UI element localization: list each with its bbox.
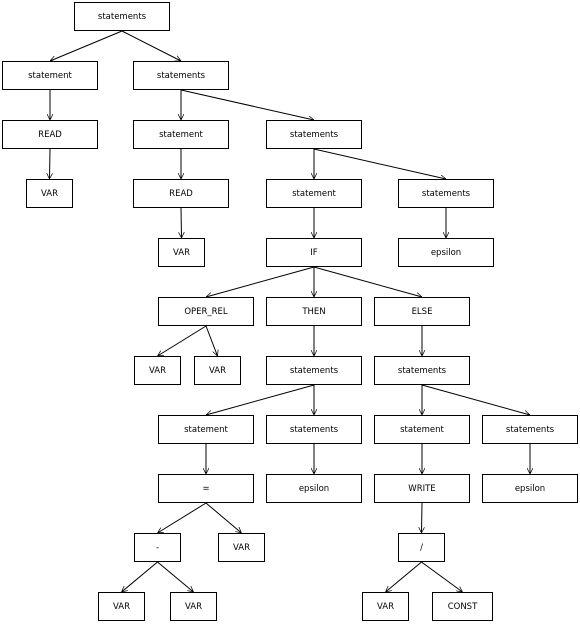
tree-edge — [313, 266, 422, 297]
tree-edge — [206, 384, 315, 415]
tree-edge — [313, 148, 446, 179]
tree-edge — [386, 561, 422, 592]
tree-edge — [205, 325, 218, 356]
tree-edge — [180, 89, 314, 120]
tree-edge — [158, 502, 207, 534]
node-epsilon: epsilon — [482, 474, 578, 503]
node-var: VAR — [362, 592, 409, 621]
node-write: WRITE — [374, 474, 470, 503]
node-if: IF — [266, 238, 362, 267]
node-statements: statements — [266, 120, 362, 149]
node-statements: statements — [266, 415, 362, 444]
node-epsilon: epsilon — [266, 474, 362, 503]
node-statement: statement — [158, 415, 254, 444]
node-statement: statement — [133, 120, 229, 149]
tree-edge — [181, 207, 182, 238]
node-statements: statements — [398, 179, 494, 208]
tree-edge — [157, 561, 194, 592]
node-statements: statements — [133, 61, 229, 90]
node-statements-root: statements — [74, 2, 170, 31]
tree-edge — [50, 30, 123, 61]
node-assign: = — [158, 474, 254, 503]
tree-edge — [206, 266, 315, 297]
node-statement: statement — [266, 179, 362, 208]
node-minus: - — [134, 533, 181, 562]
node-statements: statements — [374, 356, 470, 385]
node-var: VAR — [194, 356, 241, 385]
node-epsilon: epsilon — [398, 238, 494, 267]
node-oper-rel: OPER_REL — [158, 297, 254, 326]
node-statements: statements — [266, 356, 362, 385]
tree-edge — [122, 561, 158, 592]
tree-edge — [421, 384, 530, 415]
node-divide: / — [398, 533, 445, 562]
node-var: VAR — [158, 238, 205, 267]
node-var: VAR — [98, 592, 145, 621]
tree-edge — [121, 30, 181, 62]
node-const: CONST — [432, 592, 493, 621]
node-var: VAR — [218, 533, 265, 562]
tree-edge — [421, 561, 463, 592]
node-var: VAR — [170, 592, 217, 621]
node-statement: statement — [374, 415, 470, 444]
node-var: VAR — [134, 356, 181, 385]
node-then: THEN — [266, 297, 362, 326]
node-read: READ — [2, 120, 98, 149]
node-else: ELSE — [374, 297, 470, 326]
tree-edge — [422, 502, 423, 533]
node-var: VAR — [26, 179, 73, 208]
node-statement: statement — [2, 61, 98, 90]
tree-edge — [158, 325, 207, 357]
node-statements: statements — [482, 415, 578, 444]
tree-edge — [205, 502, 242, 533]
node-read: READ — [133, 179, 229, 208]
tree-edge — [50, 148, 51, 179]
